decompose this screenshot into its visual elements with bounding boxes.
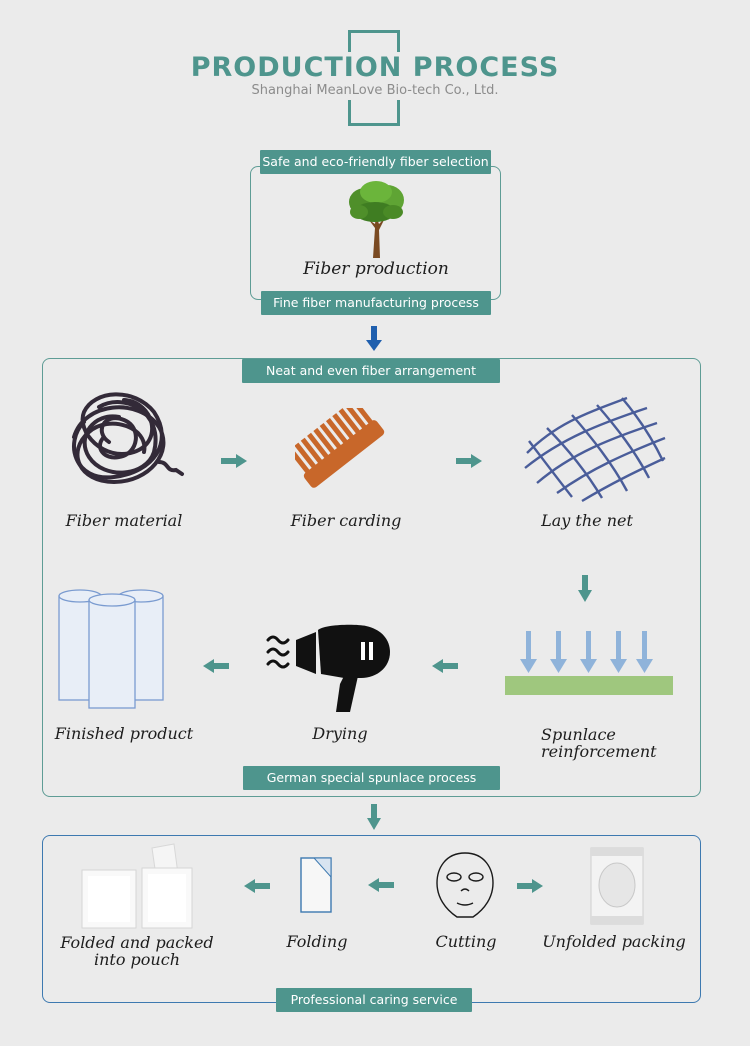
step-label-lay-the-net: Lay the net (541, 511, 633, 530)
header-bracket-top (348, 30, 400, 52)
spunlace-icon (502, 629, 676, 697)
net-icon (517, 393, 667, 503)
left-arrow-icon (203, 659, 229, 673)
mask-face-icon (433, 851, 497, 921)
packing-icon (590, 847, 644, 925)
left-arrow-icon (368, 878, 394, 892)
fiber-ball-icon (54, 382, 189, 492)
section3-bottom-pill: Professional caring service (276, 988, 472, 1012)
step-label-folded-packed: Folded and packed (60, 933, 214, 952)
step-label-fiber-material: Fiber material (65, 511, 183, 530)
header-bracket-bottom (348, 100, 400, 126)
section2-top-pill: Neat and even fiber arrangement (242, 359, 500, 383)
section1-bottom-pill: Fine fiber manufacturing process (261, 291, 491, 315)
step-label-folding: Folding (286, 932, 348, 951)
page-title: PRODUCTION PROCESS (190, 52, 560, 83)
step-label-fiber-carding: Fiber carding (290, 511, 402, 530)
tree-icon (345, 180, 407, 260)
section1-top-pill: Safe and eco-friendly fiber selection (260, 150, 491, 174)
section2-frame (42, 358, 701, 797)
left-arrow-icon (244, 879, 270, 893)
down-arrow-icon (366, 326, 382, 352)
pouch-icon (78, 842, 194, 930)
step-label-unfolded-packing: Unfolded packing (542, 932, 686, 951)
step-label-spunlace: Spunlace (541, 725, 616, 744)
page-subtitle: Shanghai MeanLove Bio-tech Co., Ltd. (251, 83, 499, 98)
down-arrow-icon (367, 804, 381, 830)
right-arrow-icon (517, 879, 543, 893)
section1-label: Fiber production (303, 259, 449, 279)
right-arrow-icon (456, 454, 482, 468)
down-arrow-icon (578, 575, 592, 602)
step-label-folded-packed-line2: into pouch (93, 950, 180, 969)
section2-bottom-pill: German special spunlace process (243, 766, 500, 790)
rolls-icon (56, 588, 166, 710)
step-label-spunlace-line2: reinforcement (541, 742, 657, 761)
step-label-drying: Drying (312, 724, 368, 743)
step-label-finished-product: Finished product (54, 724, 194, 743)
step-label-cutting: Cutting (435, 932, 497, 951)
comb-icon (295, 408, 390, 498)
right-arrow-icon (221, 454, 247, 468)
hair-dryer-icon (266, 622, 391, 714)
folded-sheet-icon (300, 857, 332, 913)
left-arrow-icon (432, 659, 458, 673)
